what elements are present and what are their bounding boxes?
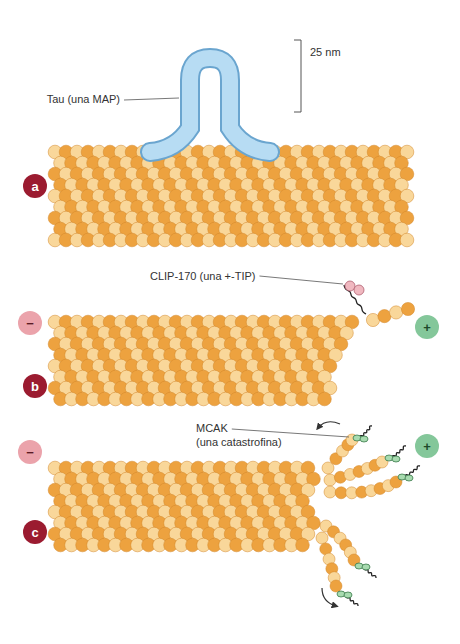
node-text: + [423, 321, 431, 334]
leader-line [124, 98, 179, 100]
tubulin-subunit [366, 313, 379, 326]
tubulin-subunit [401, 302, 414, 315]
panel-letter: b [23, 374, 47, 398]
protofilament-curl [366, 302, 414, 326]
mcak-head [362, 564, 370, 570]
mcak-head [392, 456, 400, 462]
tubulin-subunit [324, 474, 336, 486]
tubulin-lattice [48, 145, 414, 592]
mcak-head [344, 592, 352, 598]
microtubule [48, 461, 320, 552]
tubulin-subunit [324, 486, 336, 498]
node-text: − [26, 317, 34, 330]
node-text: − [26, 446, 34, 459]
protein-label: Tau (una MAP) [47, 93, 120, 106]
tubulin-subunit [330, 580, 342, 592]
plus-end-marker: + [415, 315, 439, 339]
protofilament-curl [316, 532, 342, 592]
peeling-arrow [322, 588, 336, 606]
node-text: c [31, 526, 38, 539]
tubulin-subunit [316, 532, 328, 544]
bound-proteins [337, 281, 420, 606]
node-text: + [423, 440, 431, 453]
tubulin-subunit [318, 392, 332, 406]
protofilament-curl [324, 456, 388, 486]
node-text: b [31, 380, 39, 393]
panel-letter: a [23, 174, 47, 198]
tubulin-subunit [400, 233, 414, 247]
protein-label: CLIP-170 (una +-TIP) [150, 270, 255, 283]
node-text: a [31, 180, 38, 193]
microtubule [48, 315, 359, 406]
tubulin-subunit [378, 310, 391, 323]
tau-outline [150, 58, 270, 152]
mcak-head [360, 436, 368, 442]
leader-line [232, 429, 349, 437]
dimension-label: 25 nm [310, 46, 341, 59]
tubulin-subunit [296, 538, 310, 552]
tau-protein [150, 58, 270, 152]
protofilament-curl [324, 476, 402, 499]
dimension-bracket [294, 40, 301, 112]
protofilament-curl [322, 434, 358, 474]
peeling-arrow [318, 422, 340, 428]
microtubule [48, 145, 414, 247]
tau-body [150, 58, 270, 152]
mcak-head [405, 475, 413, 481]
protein-label: MCAK [196, 422, 228, 435]
leader-line [259, 276, 343, 284]
clip170-head [345, 281, 355, 291]
plus-end-marker: + [415, 434, 439, 458]
minus-end-marker: − [18, 440, 42, 464]
protein-label: (una catastrofina) [196, 436, 282, 449]
clip170-head [354, 285, 364, 295]
tubulin-subunit [390, 306, 403, 319]
panel-letter: c [23, 520, 47, 544]
minus-end-marker: − [18, 311, 42, 335]
protofilament-curl [320, 520, 360, 566]
tubulin-subunit [335, 487, 347, 499]
